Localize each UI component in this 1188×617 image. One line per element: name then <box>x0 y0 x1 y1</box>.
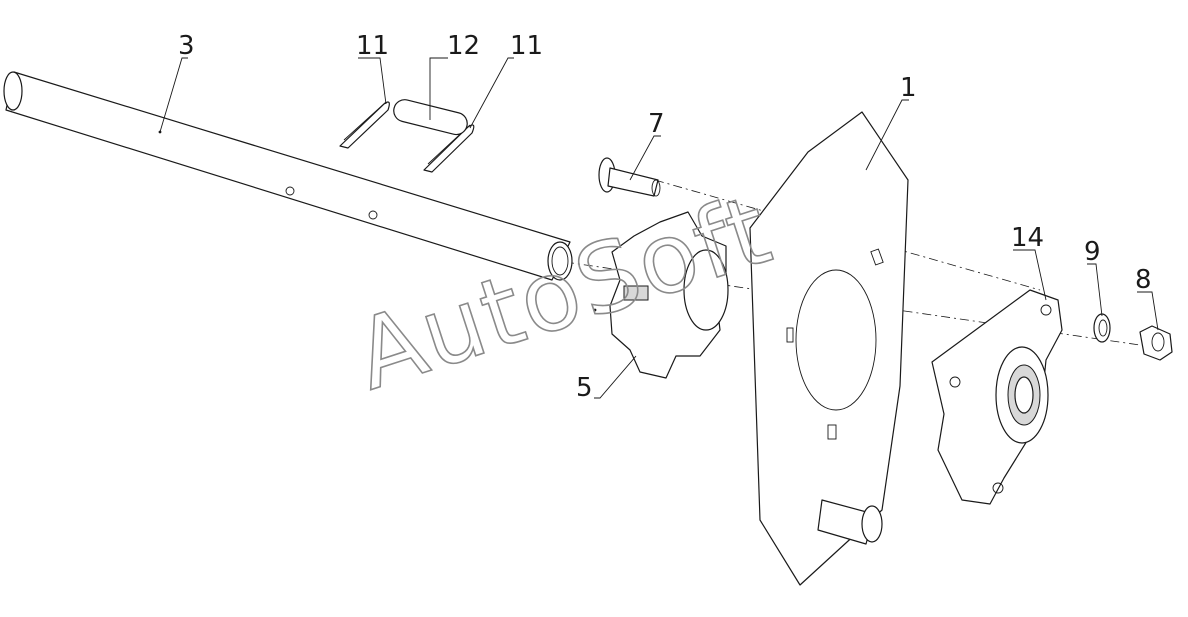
cotter-pin-part-11-left <box>339 101 390 149</box>
key-part-12 <box>393 99 468 136</box>
callout-9: 9 <box>1084 237 1101 267</box>
bolt-part-7 <box>598 157 661 197</box>
callout-1: 1 <box>900 73 917 103</box>
plate-part-1 <box>749 111 909 586</box>
callout-14: 14 <box>1011 223 1044 253</box>
leader-lines <box>159 57 1159 399</box>
callout-8: 8 <box>1135 265 1152 295</box>
sprocket-part-5 <box>593 211 729 379</box>
bearing-part-14 <box>931 289 1063 505</box>
callout-3: 3 <box>178 31 195 61</box>
callout-11-right: 11 <box>510 31 543 61</box>
washer-part-9 <box>1093 313 1111 343</box>
callout-11-left: 11 <box>356 31 389 61</box>
callout-12: 12 <box>447 31 480 61</box>
nut-part-8 <box>1139 325 1173 361</box>
callout-labels: 3 11 12 11 7 1 14 9 8 5 <box>178 31 1152 403</box>
callout-7: 7 <box>648 109 665 139</box>
shaft-part-3 <box>3 71 573 281</box>
callout-5: 5 <box>576 373 593 403</box>
